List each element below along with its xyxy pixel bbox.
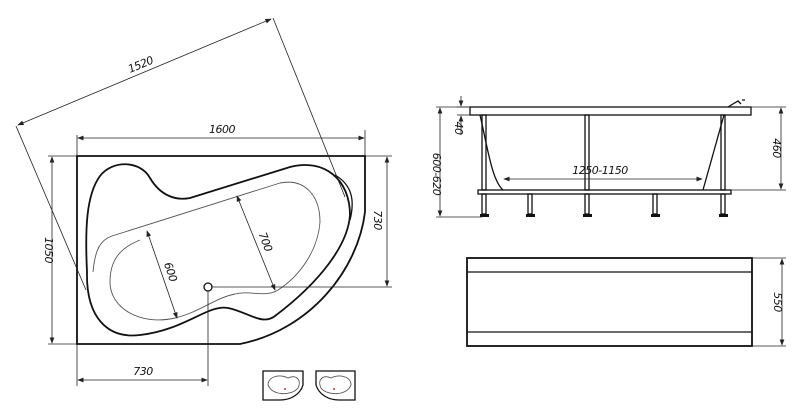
dim-width: 1600 — [209, 123, 235, 136]
dim-tub-height: 460 — [770, 138, 783, 158]
variant-right-thumbnail[interactable] — [315, 370, 356, 401]
dim-diagonal: 1520 — [126, 54, 155, 76]
dim-panel-height: 550 — [771, 292, 784, 312]
dim-height: 1050 — [42, 237, 55, 263]
dim-bottom-offset: 730 — [133, 365, 153, 378]
tub-seat-edge — [334, 174, 353, 221]
dim-total-height: 600-620 — [430, 153, 443, 196]
tub-outline — [76, 155, 366, 345]
drain — [203, 282, 213, 292]
side-view: 1250-1150 40 600-620 460 — [430, 96, 786, 218]
dim-right-offset: 730 — [371, 210, 384, 230]
dim-rim: 40 — [452, 122, 465, 135]
tub-rim — [469, 106, 752, 116]
tub-rim-contour — [85, 163, 351, 337]
top-view: 1600 1050 730 730 1520 600 700 — [15, 17, 392, 386]
frame — [477, 114, 732, 217]
dim-inner-right: 700 — [256, 230, 275, 253]
front-panel: 550 — [466, 257, 786, 347]
tub-basin-contour — [92, 181, 321, 321]
dim-inner-length: 1250-1150 — [572, 164, 628, 177]
variant-left-thumbnail[interactable] — [262, 370, 304, 401]
dim-inner-left: 600 — [161, 261, 180, 284]
